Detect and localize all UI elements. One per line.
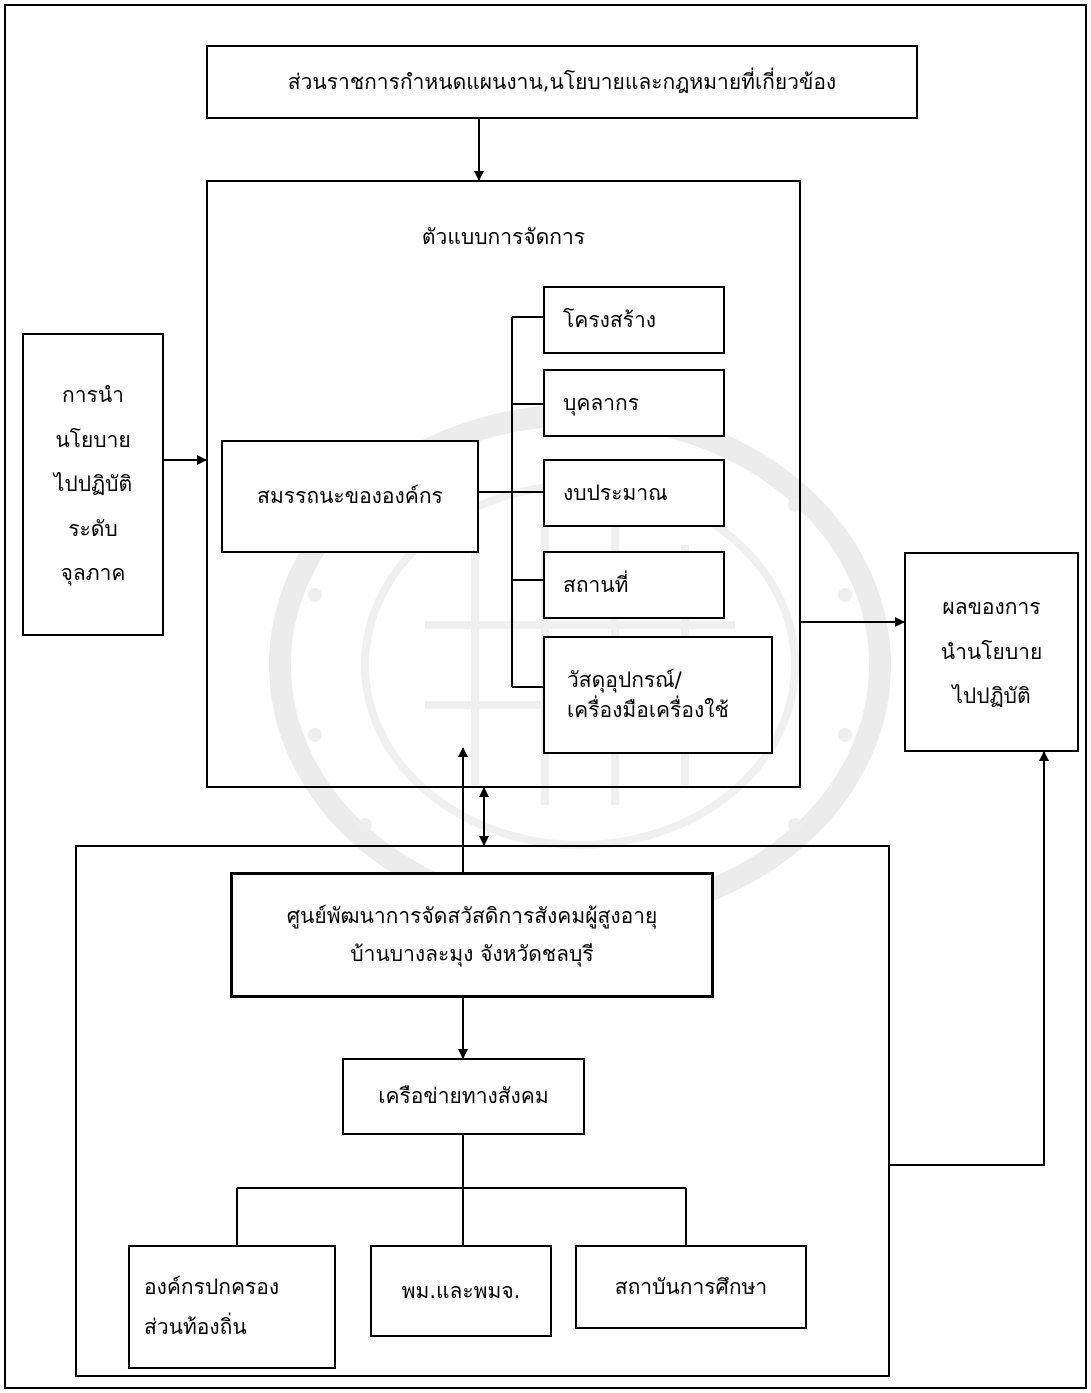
management-model-box: [206, 180, 801, 788]
local-government-box: องค์กรปกครอง ส่วนท้องถิ่น: [128, 1245, 336, 1369]
micro-implementation-line-5: จุลภาค: [60, 561, 126, 586]
ministry-label: พม.และพมจ.: [401, 1278, 521, 1303]
organization-competency-box: สมรรถนะขององค์กร: [221, 440, 479, 553]
micro-implementation-line-2: นโยบาย: [55, 427, 131, 452]
welfare-center-line-2: บ้านบางละมุง จังหวัดชลบุรี: [350, 942, 594, 966]
welfare-center-line-1: ศูนย์พัฒนาการจัดสวัสดิการสังคมผู้สูงอายุ: [286, 903, 658, 928]
policy-result-line-1: ผลของการ: [942, 595, 1041, 620]
component-structure-label: โครงสร้าง: [563, 307, 657, 332]
local-government-line-2: ส่วนท้องถิ่น: [144, 1315, 247, 1339]
policy-source-label: ส่วนราชการกำหนดแผนงาน,นโยบายและกฎหมายที่…: [287, 69, 837, 94]
component-budget-box: งบประมาณ: [543, 459, 725, 527]
component-budget-label: งบประมาณ: [563, 480, 668, 505]
social-network-label: เครือข่ายทางสังคม: [378, 1084, 549, 1109]
component-structure-box: โครงสร้าง: [543, 286, 725, 354]
management-model-title: ตัวแบบการจัดการ: [421, 225, 586, 249]
policy-source-box: ส่วนราชการกำหนดแผนงาน,นโยบายและกฎหมายที่…: [206, 45, 918, 119]
network-region-box: [75, 845, 890, 1377]
policy-result-box: ผลของการ นำนโยบาย ไปปฏิบัติ: [904, 552, 1079, 752]
education-label: สถาบันการศึกษา: [614, 1274, 768, 1299]
welfare-center-box: ศูนย์พัฒนาการจัดสวัสดิการสังคมผู้สูงอายุ…: [230, 872, 714, 998]
micro-implementation-line-1: การนำ: [62, 383, 124, 408]
social-network-box: เครือข่ายทางสังคม: [342, 1058, 585, 1135]
micro-implementation-box: การนำ นโยบาย ไปปฏิบัติ ระดับ จุลภาค: [22, 333, 164, 636]
component-personnel-box: บุคลากร: [543, 369, 725, 437]
component-place-box: สถานที่: [543, 551, 725, 619]
component-place-label: สถานที่: [563, 572, 629, 597]
local-government-line-1: องค์กรปกครอง: [144, 1274, 280, 1299]
ministry-box: พม.และพมจ.: [370, 1245, 552, 1337]
micro-implementation-line-4: ระดับ: [68, 516, 118, 541]
diagram-frame: [4, 4, 1087, 1389]
component-equipment-line-1: วัสดุอุปกรณ์/: [567, 667, 682, 692]
policy-result-line-3: ไปปฏิบัติ: [952, 684, 1031, 709]
component-personnel-label: บุคลากร: [563, 390, 640, 415]
organization-competency-label: สมรรถนะขององค์กร: [257, 484, 443, 509]
micro-implementation-line-3: ไปปฏิบัติ: [53, 472, 133, 497]
policy-result-line-2: นำนโยบาย: [940, 639, 1043, 664]
component-equipment-box: วัสดุอุปกรณ์/ เครื่องมือเครื่องใช้: [543, 636, 773, 754]
education-box: สถาบันการศึกษา: [575, 1245, 807, 1329]
component-equipment-line-2: เครื่องมือเครื่องใช้: [567, 698, 729, 722]
